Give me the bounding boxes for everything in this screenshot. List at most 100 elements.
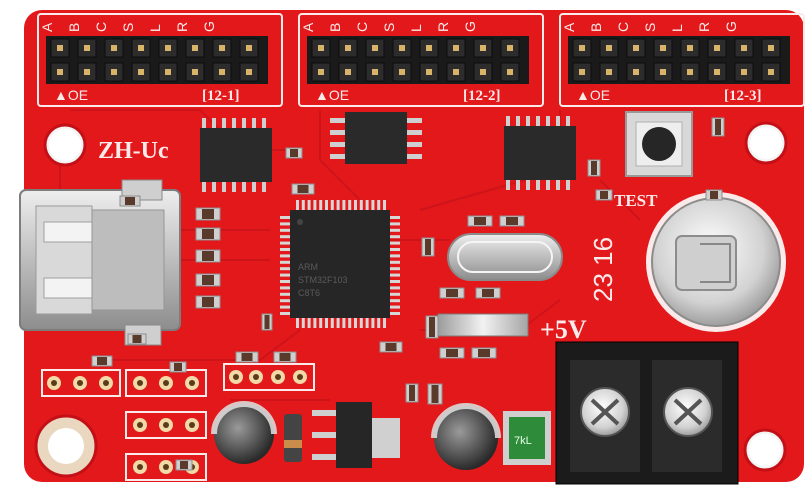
header-pin [57,69,63,75]
header-pin [138,45,144,51]
header-pin [84,45,90,51]
mcu-marking-line1: ARM [298,262,318,272]
header-pin [219,45,225,51]
ic-driver-left [200,118,272,192]
oe-label: ▲OE [576,87,610,103]
mcu-pin [280,235,290,239]
mcu-pin [365,200,369,210]
pin-label: G [462,21,478,32]
mcu-pin [330,200,334,210]
mcu-pin [280,254,290,258]
smd-body [425,239,431,255]
mcu-pin [280,292,290,296]
mcu-pin [280,267,290,271]
smd-passives [91,117,725,471]
header-pin [660,69,666,75]
oe-label: ▲OE [54,87,88,103]
smd-body [125,197,135,205]
pad-hole [137,380,143,386]
smd-body [474,217,486,225]
mcu-pin [390,222,400,226]
header-pin [426,69,432,75]
mcu-pin [313,318,317,328]
electrolytic-capacitor-right [431,403,501,470]
pin-label: C [93,22,109,32]
header-pin [399,45,405,51]
smd-body [290,149,298,157]
header-pin [579,69,585,75]
mcu-pin [390,273,400,277]
smd-body [429,317,435,337]
header-pin [606,69,612,75]
header-pin [633,45,639,51]
header-pin [111,45,117,51]
smd-body [431,385,439,403]
pin-label: G [201,21,217,32]
pad-hole [233,374,239,380]
smd-body [409,385,415,401]
pad-hole [297,374,303,380]
header-pin [714,69,720,75]
pin-label: S [120,23,136,32]
mcu-pin [296,200,299,210]
header-pin [606,45,612,51]
header-pin [246,69,252,75]
test-button[interactable] [625,111,693,177]
mcu-pin [390,254,400,258]
fuse-marking: 7kL [514,435,532,447]
mcu-pin [330,318,334,328]
smd-body [202,229,214,239]
port-label: [12-3] [724,88,762,104]
smd-body [446,289,458,297]
mcu-pin [348,318,352,328]
smd-body [710,191,718,199]
mcu-pin [390,260,400,264]
mcu-pin [280,299,290,303]
mcu-pin [390,248,400,251]
mcu-pin [383,318,386,328]
pad-hole [189,422,195,428]
mcu-pin [377,200,381,210]
mcu-pin [280,216,290,219]
header-pin [372,45,378,51]
mcu-pin [301,200,305,210]
mcu-pin [313,200,317,210]
pin-label: B [588,23,604,32]
pad-hole [163,380,169,386]
smd-body [715,119,721,135]
mcu-pin [390,292,400,296]
mcu-pin [280,286,290,290]
pin-label: B [66,23,82,32]
header-pin [453,45,459,51]
pin-label: R [696,22,712,32]
header-pin [57,45,63,51]
pad-hole [189,380,195,386]
header-pin [246,45,252,51]
mcu-pin [377,318,381,328]
electrolytic-capacitor-left [211,401,277,464]
pad-hole [163,464,169,470]
pad-hole [137,464,143,470]
mcu-pin [390,280,400,283]
header-pin [741,69,747,75]
header-pin [480,45,486,51]
smd-body [279,353,291,361]
mcu-pin [280,228,290,232]
mcu-pin [371,200,375,210]
resettable-fuse: 7kL [503,411,551,465]
header-pin [399,69,405,75]
mcu-pin [301,318,305,328]
pin-label: S [381,23,397,32]
header-pin [426,45,432,51]
mcu-pin [342,318,346,328]
header-pin [138,69,144,75]
header-pin [579,45,585,51]
pin-label: L [669,24,685,32]
mcu-pin [390,312,400,315]
vertical-marking: 23 16 [588,237,618,302]
header-pin [318,69,324,75]
ic-flash [330,112,422,164]
header-pin [219,69,225,75]
header-frames [37,13,805,107]
